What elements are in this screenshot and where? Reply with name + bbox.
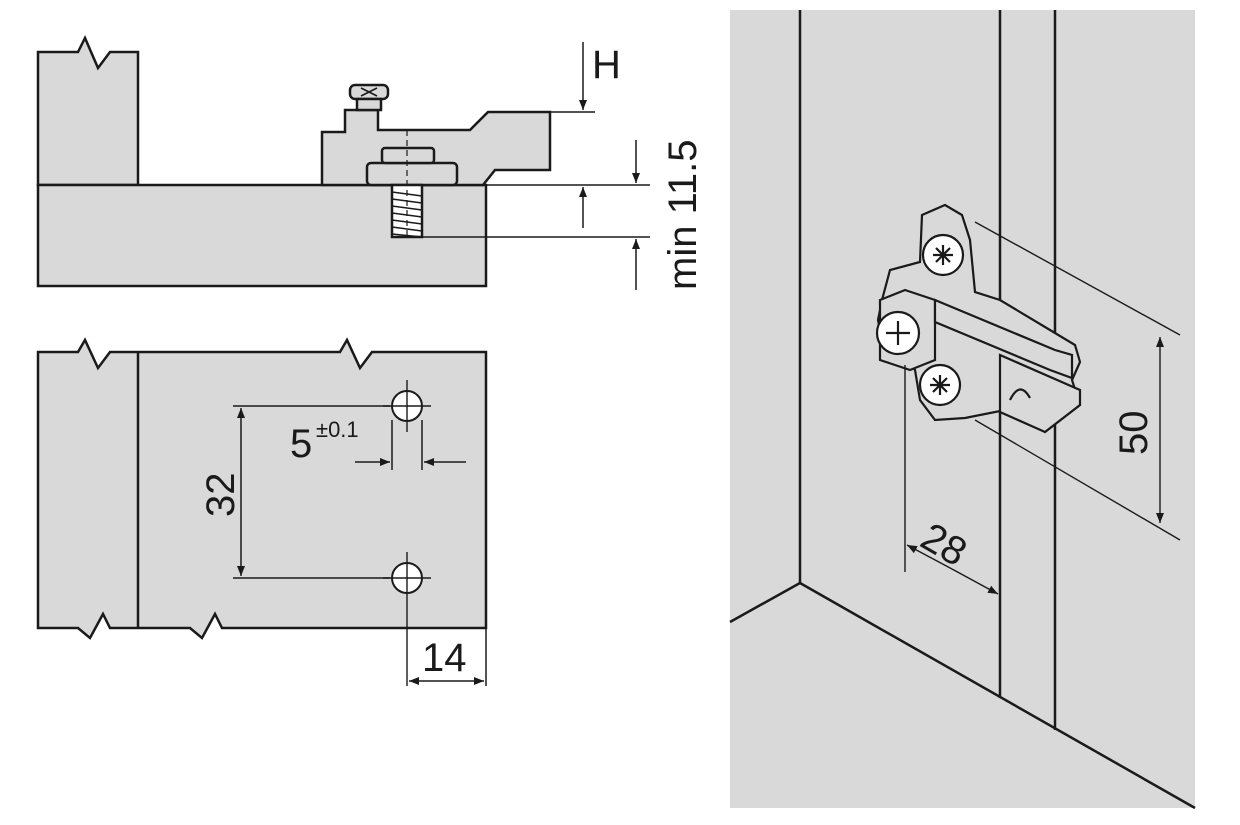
side-panel [36,35,140,187]
dim-5 [355,420,466,470]
dim-32 [233,405,390,579]
cam-screw-neck [355,97,383,112]
dim-min [422,140,650,290]
dim-14 [409,628,487,686]
dim-h [483,42,650,228]
clamp-screw-collar [380,146,436,165]
hole-centerlines [383,380,431,686]
floor-edge-back [799,581,1196,810]
clamp-screw-head [365,161,459,187]
screw-crosses [886,245,1031,401]
hinge-mounting-plate [875,203,1082,434]
plate-rail [998,353,1082,434]
drilling-view [36,337,488,640]
drilling-panel [36,337,488,640]
label-h: H [592,43,621,87]
label-min-depth: min 11.5 [661,140,705,290]
section-view [36,35,552,288]
plate-slide [933,298,1074,380]
label-offset: 5 [290,422,312,466]
label-hole-spacing: 32 [199,473,243,518]
label-plate-height: 50 [1112,411,1156,456]
floor-edge-front [729,581,801,624]
thread-lines [360,87,423,240]
dim-28 [904,365,1001,600]
dim-50 [974,221,1181,541]
label-tolerance: ±0.1 [316,417,359,442]
label-edge-distance: 14 [422,636,467,680]
